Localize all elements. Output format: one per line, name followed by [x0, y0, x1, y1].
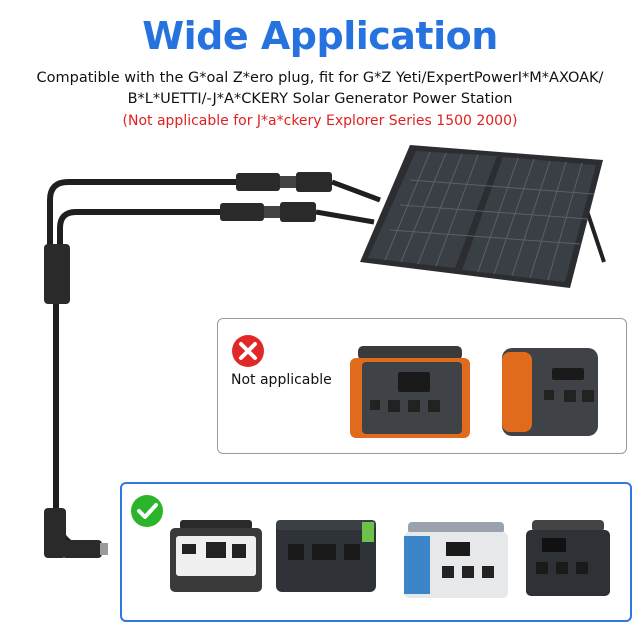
solar-panel-left-half — [368, 151, 497, 268]
compatibility-description: Compatible with the G*oal Z*ero plug, fi… — [10, 68, 630, 110]
not-applicable-label: Not applicable — [231, 372, 332, 388]
y-splitter — [44, 244, 70, 304]
solar-panel-right-half — [462, 157, 596, 282]
dc-connector-2 — [220, 202, 316, 222]
power-station-bluetti — [404, 522, 508, 598]
power-station-orange-1 — [350, 346, 470, 438]
x-circle-icon — [232, 335, 264, 367]
power-station-maxoak — [276, 520, 376, 592]
panel-lead-1 — [331, 179, 381, 203]
power-station-orange-2 — [502, 348, 598, 436]
exception-note: (Not applicable for J*a*ckery Explorer S… — [122, 113, 518, 129]
description-line-1: Compatible with the G*oal Z*ero plug, fi… — [36, 70, 604, 86]
dc-connector-1 — [236, 172, 332, 192]
power-station-dark — [526, 520, 610, 596]
check-circle-icon — [131, 495, 163, 527]
page-title: Wide Application — [142, 14, 498, 58]
description-line-2: B*L*UETTI/-J*A*CKERY Solar Generator Pow… — [127, 91, 513, 107]
panel-lead-2 — [315, 209, 375, 225]
solar-cell-grid — [384, 151, 595, 281]
power-station-yeti — [170, 520, 262, 592]
right-angle-plug — [44, 508, 108, 558]
